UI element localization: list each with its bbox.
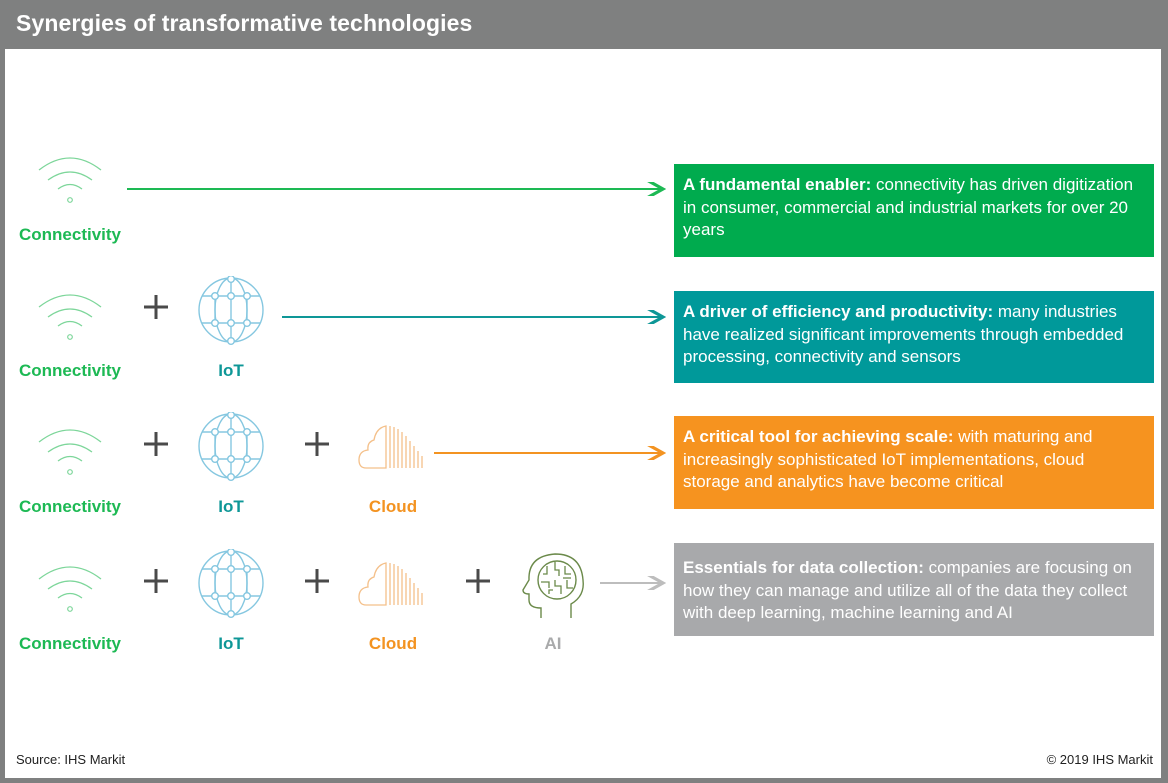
item-label: Cloud [368, 634, 418, 653]
item-label: IoT [218, 634, 244, 653]
item-label: AI [544, 634, 562, 653]
box-text: connectivity has driven digitization in … [683, 175, 1134, 239]
wifi-icon [38, 294, 102, 340]
arrow-connector [127, 182, 666, 196]
box-text: many industries have realized significan… [683, 302, 1124, 366]
plus-icon [144, 569, 168, 593]
globe-icon [198, 412, 264, 481]
description-box: A critical tool for achieving scale: wit… [674, 416, 1154, 509]
description-box: Essentials for data collection: companie… [674, 543, 1154, 636]
item-label: Connectivity [18, 634, 122, 653]
arrow-connector [282, 310, 666, 324]
wifi-icon [38, 429, 102, 475]
brain-head-icon [522, 553, 584, 619]
cloud-icon [358, 425, 423, 469]
item-label: IoT [218, 497, 244, 516]
item-label: Connectivity [18, 361, 122, 380]
box-text: companies are focusing on how they can m… [683, 558, 1132, 622]
arrow-connector [434, 446, 666, 460]
plus-icon [305, 432, 329, 456]
item-label: IoT [218, 361, 244, 380]
plus-icon [144, 295, 168, 319]
plus-icon [144, 432, 168, 456]
arrow-connector [600, 576, 666, 590]
wifi-icon [38, 157, 102, 203]
header-bar: Synergies of transformative technologies [5, 0, 1161, 49]
copyright-note: © 2019 IHS Markit [1046, 752, 1153, 767]
item-label: Connectivity [18, 225, 122, 244]
box-heading: A fundamental enabler: [683, 175, 872, 194]
box-text: with maturing and increasingly sophistic… [683, 427, 1093, 491]
page-title: Synergies of transformative technologies [16, 10, 473, 36]
box-heading: A critical tool for achieving scale: [683, 427, 954, 446]
item-label: Connectivity [18, 497, 122, 516]
box-heading: A driver of efficiency and productivity: [683, 302, 994, 321]
globe-icon [198, 276, 264, 345]
infographic-frame: Synergies of transformative technologies [5, 0, 1161, 778]
wifi-icon [38, 566, 102, 612]
plus-icon [466, 569, 490, 593]
item-label: Cloud [368, 497, 418, 516]
globe-icon [198, 549, 264, 618]
description-box: A fundamental enabler: connectivity has … [674, 164, 1154, 257]
plus-icon [305, 569, 329, 593]
cloud-icon [358, 562, 423, 606]
box-heading: Essentials for data collection: [683, 558, 924, 577]
description-box: A driver of efficiency and productivity:… [674, 291, 1154, 383]
source-note: Source: IHS Markit [16, 752, 126, 767]
